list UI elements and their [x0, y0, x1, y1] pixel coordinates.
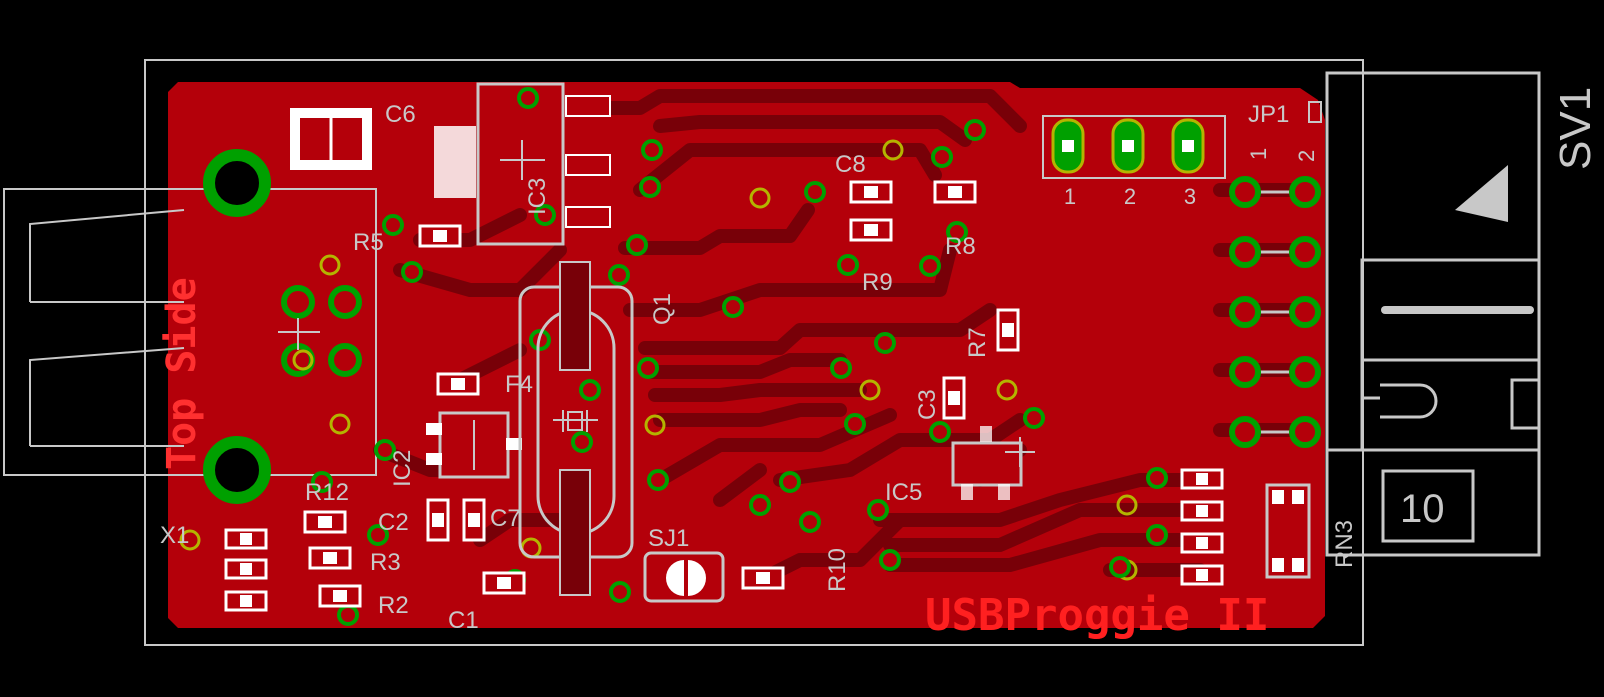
smd-resistor-r9	[849, 218, 893, 242]
sv1-pin1-arrow	[1455, 165, 1508, 222]
q1-pad-bottom	[559, 469, 591, 596]
label-r7: R7	[964, 327, 991, 358]
smd-cap-c1	[482, 571, 526, 595]
smd-resistor-r12	[303, 510, 347, 534]
x1-resistor-stack	[224, 528, 268, 612]
usb-pads	[281, 285, 362, 377]
ic3-pads	[565, 95, 611, 228]
sv1-pin10-label: 10	[1400, 487, 1445, 531]
label-c1: C1	[448, 607, 479, 634]
label-r12: R12	[305, 479, 349, 506]
ic3-tab-pad	[434, 126, 476, 198]
rn3-pads	[1272, 490, 1304, 572]
smd-cap-c8	[849, 180, 893, 204]
smd-resistor-r8	[933, 180, 977, 204]
label-jp1: JP1	[1248, 101, 1289, 128]
label-r5: R5	[353, 229, 384, 256]
smd-resistor-r5	[418, 224, 462, 248]
label-ic2: IC2	[389, 450, 416, 487]
q1-pad-top	[559, 261, 591, 371]
label-q1: Q1	[649, 293, 676, 325]
smd-cap-c7	[462, 498, 486, 542]
rn3-resistor-network	[1180, 468, 1224, 586]
jp1-pin-2: 2	[1124, 184, 1136, 209]
board-title: USBProggie II	[925, 590, 1269, 641]
smd-resistor-r10	[741, 566, 785, 590]
label-r9: R9	[862, 269, 893, 296]
q1-symbol	[553, 410, 598, 432]
ic3-cross	[500, 140, 545, 180]
jp1-pin-3: 3	[1184, 184, 1196, 209]
jp1-key-mark	[1308, 101, 1322, 123]
label-ic5: IC5	[885, 479, 922, 506]
label-sv1: SV1	[1551, 87, 1600, 170]
ic3-outline	[476, 82, 565, 246]
ic5-pads	[961, 426, 1010, 500]
label-c8: C8	[835, 151, 866, 178]
label-r10: R10	[824, 548, 851, 592]
mounting-holes	[203, 149, 271, 504]
label-r2: R2	[378, 592, 409, 619]
sv1-pin2-label: 2	[1294, 150, 1319, 162]
usb-connector-outline	[3, 188, 377, 476]
sj1-outline	[643, 551, 725, 603]
label-c2: C2	[378, 509, 409, 536]
usb-center-cross	[278, 318, 320, 350]
smd-fuse-f4	[436, 372, 480, 396]
ic2-pads	[426, 423, 522, 465]
jp1-pin-1: 1	[1064, 184, 1076, 209]
smd-cap-c2	[426, 498, 450, 542]
label-c3: C3	[914, 389, 941, 420]
smd-resistor-r2	[318, 584, 362, 608]
label-c7: C7	[490, 505, 521, 532]
sv1-pads	[1229, 176, 1321, 448]
ic5-outline	[951, 441, 1023, 487]
smd-cap-c3	[942, 376, 966, 420]
label-x1: X1	[160, 522, 189, 549]
smd-resistor-r3	[308, 546, 352, 570]
label-ic3: IC3	[524, 178, 551, 215]
sj1-right-pad	[688, 560, 706, 596]
label-c6: C6	[385, 101, 416, 128]
traces	[373, 89, 1307, 587]
smd-resistor-r7	[996, 308, 1020, 352]
label-sj1: SJ1	[648, 525, 689, 552]
jp1-pad-holes	[1062, 140, 1194, 152]
sv1-outline	[1325, 71, 1541, 557]
sv1-pin1-label: 1	[1246, 148, 1271, 160]
vias-green	[311, 87, 1168, 626]
label-rn3: RN3	[1331, 520, 1358, 568]
ic5-cross	[1005, 437, 1035, 467]
label-r3: R3	[370, 549, 401, 576]
sj1-left-pad	[666, 560, 684, 596]
side-label: Top Side	[159, 277, 205, 470]
label-r8: R8	[945, 233, 976, 260]
